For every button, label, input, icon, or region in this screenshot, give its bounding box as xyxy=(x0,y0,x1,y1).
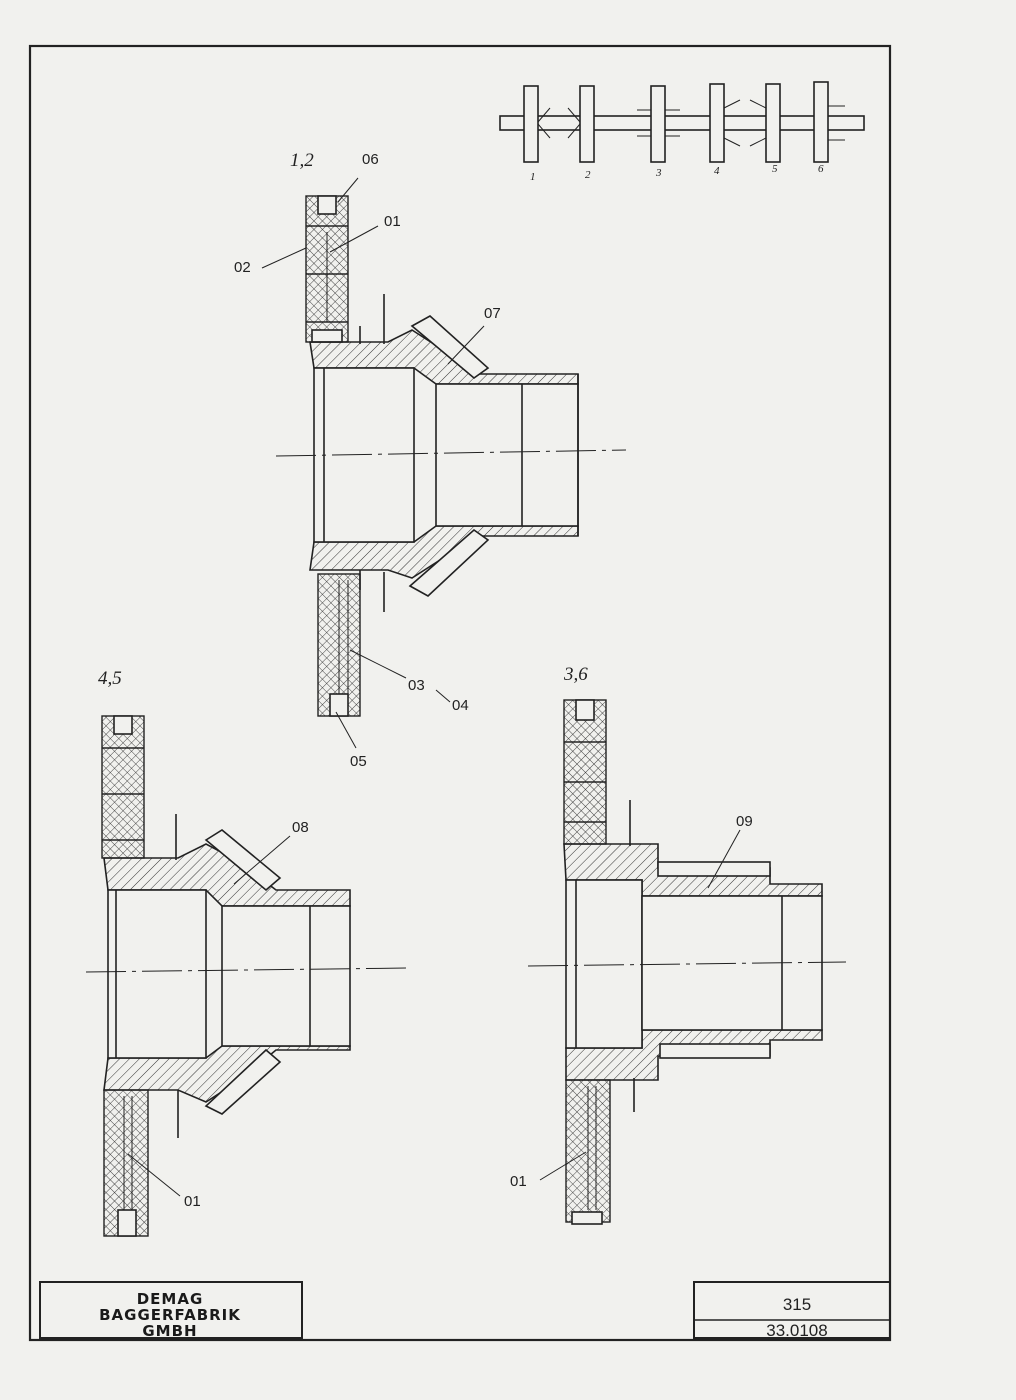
callout-04: 04 xyxy=(452,697,469,714)
sheet-number: 315 xyxy=(783,1295,811,1314)
section-view-1-2: 1,2 06 01 02 07 03 04 05 xyxy=(234,150,627,770)
key-disc-6 xyxy=(813,81,829,163)
callout-09: 09 xyxy=(736,813,753,830)
callout-03: 03 xyxy=(408,677,425,694)
key-label-6: 6 xyxy=(818,163,824,175)
key-disc-4 xyxy=(709,83,725,163)
company-line-3: GMBH xyxy=(142,1322,197,1340)
view-title-3-6: 3,6 xyxy=(563,664,588,685)
view-title-1-2: 1,2 xyxy=(290,150,314,171)
callout-01-left: 01 xyxy=(184,1193,201,1210)
company-line-1: DEMAG xyxy=(137,1290,204,1308)
key-label-5: 5 xyxy=(772,163,778,175)
section-view-4-5: 4,5 08 01 xyxy=(85,668,409,1237)
company-line-2: BAGGERFABRIK xyxy=(99,1306,241,1324)
key-disc-5 xyxy=(765,83,781,163)
view-title-4-5: 4,5 xyxy=(98,668,122,689)
upper-disc-stack-4-5 xyxy=(101,715,145,859)
key-disc-2 xyxy=(579,85,595,163)
callout-08: 08 xyxy=(292,819,309,836)
key-label-4: 4 xyxy=(714,165,720,177)
callout-02: 02 xyxy=(234,259,251,276)
callout-01-right: 01 xyxy=(510,1173,527,1190)
shaft-layout-key: 1 2 3 4 5 6 xyxy=(499,81,865,183)
key-disc-1 xyxy=(523,85,539,163)
drawing-frame xyxy=(28,44,892,1342)
drawing-number: 33.0108 xyxy=(766,1321,827,1340)
callout-06: 06 xyxy=(362,151,379,168)
callout-05: 05 xyxy=(350,753,367,770)
callout-01-top: 01 xyxy=(384,213,401,230)
section-view-3-6: 3,6 09 01 xyxy=(510,664,847,1225)
title-block-numbers: 315 33.0108 xyxy=(693,1281,891,1340)
callout-07: 07 xyxy=(484,305,501,322)
title-block-company: DEMAG BAGGERFABRIK GMBH xyxy=(39,1281,303,1340)
key-label-1: 1 xyxy=(530,171,536,183)
key-disc-3 xyxy=(650,85,666,163)
key-label-3: 3 xyxy=(655,167,662,179)
key-label-2: 2 xyxy=(585,169,591,181)
